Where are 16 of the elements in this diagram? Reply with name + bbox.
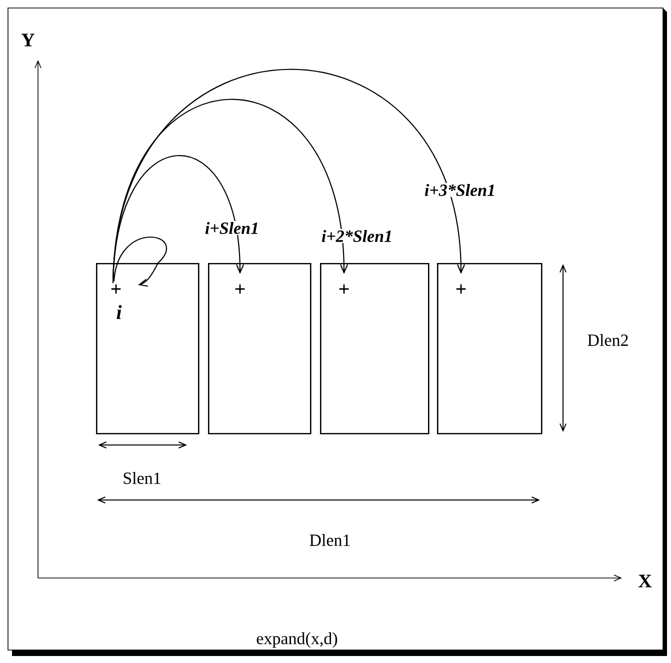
point-mark: + <box>235 284 245 294</box>
axis-label: Y <box>21 34 34 46</box>
edge-label: i+Slen1 <box>205 222 258 234</box>
index-label: i <box>116 305 122 319</box>
point-mark: + <box>339 284 349 294</box>
point-mark: + <box>111 284 121 294</box>
edge-label: i+3*Slen1 <box>424 184 494 196</box>
dimension-label: Dlen1 <box>310 534 350 546</box>
caption: expand(x,d) <box>256 632 338 648</box>
axis-label: X <box>638 574 652 588</box>
arrow <box>112 69 466 284</box>
dimension-label: Slen1 <box>124 472 160 484</box>
edge-label: i+2*Slen1 <box>322 230 391 242</box>
dimension-label: Dlen2 <box>588 334 628 346</box>
point-mark: + <box>456 284 466 294</box>
arrow <box>113 236 167 287</box>
